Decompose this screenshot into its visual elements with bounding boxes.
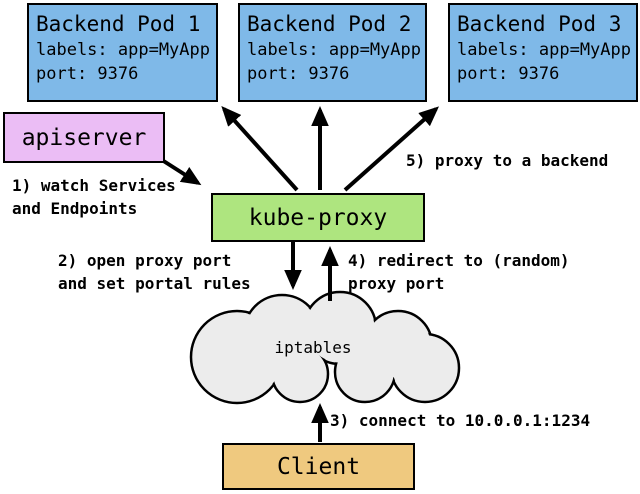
backend-pod-2-box: Backend Pod 2 labels: app=MyApp port: 93…	[238, 3, 427, 102]
step-4-label: 4) redirect to (random) proxy port	[348, 249, 570, 295]
backend-pod-3-box: Backend Pod 3 labels: app=MyApp port: 93…	[448, 3, 638, 102]
step-5-label: 5) proxy to a backend	[406, 149, 608, 172]
iptables-label: iptables	[274, 338, 352, 357]
step-1-line-2: and Endpoints	[12, 199, 138, 218]
backend-pod-3-title: Backend Pod 3	[457, 12, 622, 36]
iptables-cloud	[189, 290, 461, 405]
backend-pod-2-port: port: 9376	[247, 64, 350, 84]
step-2-line-1: 2) open proxy port	[58, 251, 232, 270]
step-4-line-1: 4) redirect to (random)	[348, 251, 570, 270]
step-4-line-2: proxy port	[348, 274, 445, 293]
backend-pod-1-port: port: 9376	[36, 64, 139, 84]
step-2-label: 2) open proxy port and set portal rules	[58, 249, 251, 295]
backend-pod-1-title: Backend Pod 1	[36, 12, 201, 36]
backend-pod-1-labels: labels: app=MyApp	[36, 40, 210, 60]
client-box: Client	[222, 443, 415, 490]
step-5-line-1: 5) proxy to a backend	[406, 151, 609, 170]
backend-pod-2-labels: labels: app=MyApp	[247, 40, 421, 60]
arrow-kubeproxy-to-pod1	[221, 106, 299, 192]
step-3-label: 3) connect to 10.0.0.1:1234	[330, 409, 590, 432]
step-3-line-1: 3) connect to 10.0.0.1:1234	[330, 411, 591, 430]
backend-pod-3-labels: labels: app=MyApp	[457, 40, 631, 60]
apiserver-label: apiserver	[21, 124, 147, 151]
backend-pod-2-title: Backend Pod 2	[247, 12, 412, 36]
kube-proxy-label: kube-proxy	[248, 204, 388, 231]
step-1-label: 1) watch Services and Endpoints	[12, 174, 176, 220]
client-label: Client	[276, 453, 361, 480]
arrow-apiserver-to-kubeproxy	[160, 158, 202, 186]
step-2-line-2: and set portal rules	[58, 274, 251, 293]
backend-pod-1-box: Backend Pod 1 labels: app=MyApp port: 93…	[27, 3, 218, 102]
apiserver-box: apiserver	[3, 112, 165, 163]
backend-pod-3-port: port: 9376	[457, 64, 560, 84]
arrow-kubeproxy-to-pod3	[343, 106, 439, 192]
step-1-line-1: 1) watch Services	[12, 176, 176, 195]
kube-proxy-box: kube-proxy	[211, 193, 425, 242]
